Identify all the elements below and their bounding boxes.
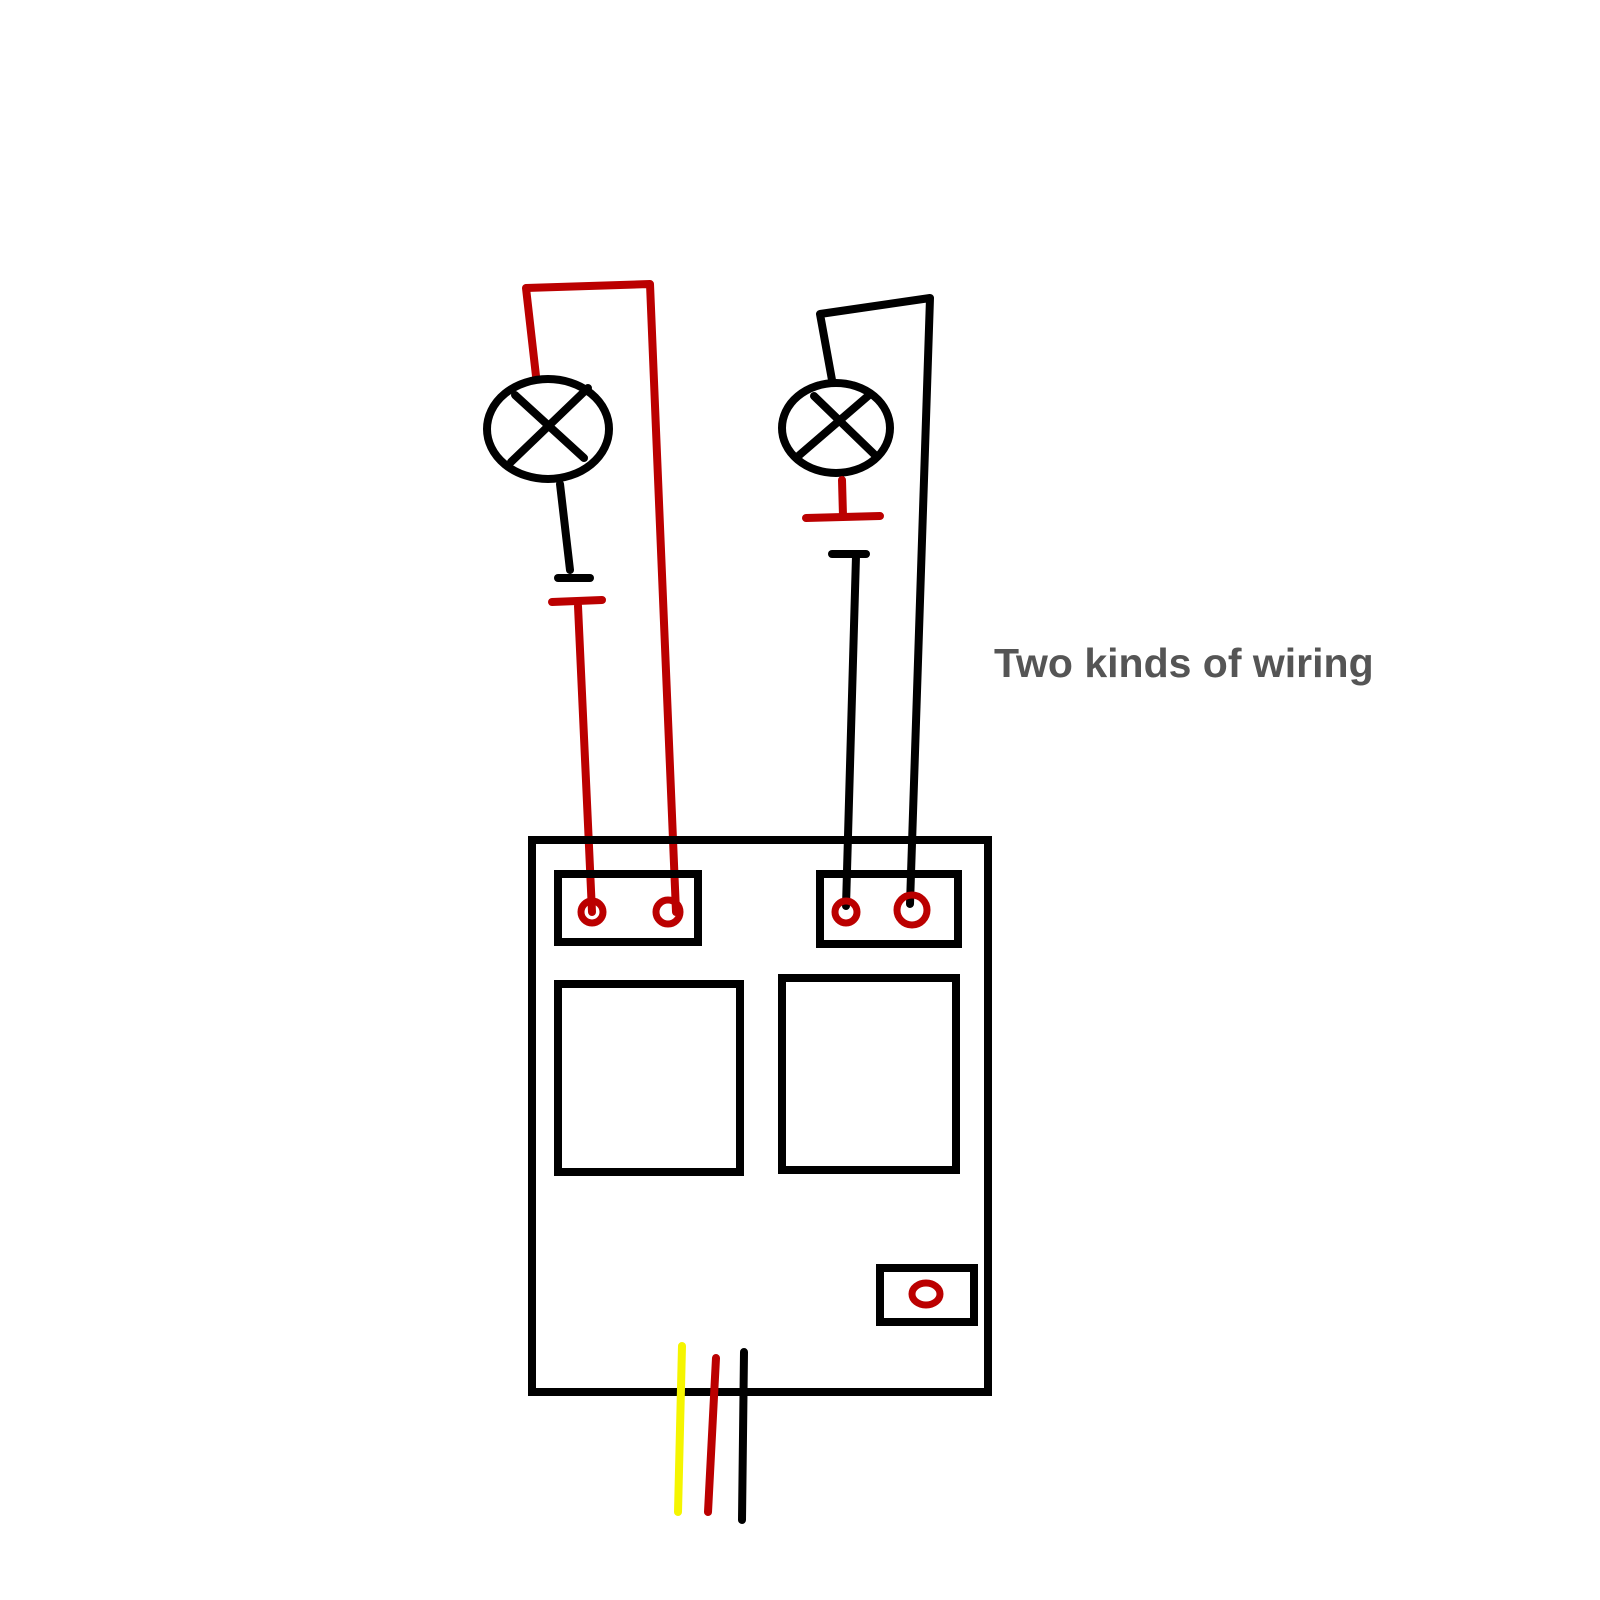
cable-wires (674, 1342, 748, 1524)
left-terminal-2 (652, 896, 684, 928)
right-black-lead-to-terminal (842, 552, 860, 910)
yellow-wire (674, 1342, 686, 1516)
right-relay (778, 974, 960, 1174)
left-battery-icon (548, 574, 606, 606)
left-lamp-icon (483, 375, 613, 483)
black-wire (738, 1348, 748, 1524)
right-terminal-block (816, 870, 962, 948)
left-circuit (483, 280, 680, 916)
left-red-lead-to-terminal (574, 602, 596, 916)
diagram-caption: Two kinds of wiring (994, 640, 1374, 686)
board-outline (528, 836, 992, 1396)
button-terminal (908, 1279, 944, 1309)
red-wire (704, 1354, 720, 1516)
right-terminal-1 (831, 897, 861, 927)
right-lamp-red-lead (838, 476, 847, 520)
left-lamp-black-lead (556, 480, 574, 574)
right-battery-icon (802, 512, 884, 558)
left-relay (554, 980, 744, 1176)
right-black-loop-wire (816, 294, 934, 908)
right-terminal-2 (893, 891, 931, 929)
left-terminal-block (554, 870, 702, 946)
left-terminal-1 (577, 897, 607, 927)
button-block (876, 1264, 978, 1326)
right-lamp-icon (778, 379, 894, 477)
right-circuit (778, 294, 934, 910)
left-red-loop-wire (522, 280, 680, 916)
relay-board (528, 836, 992, 1396)
